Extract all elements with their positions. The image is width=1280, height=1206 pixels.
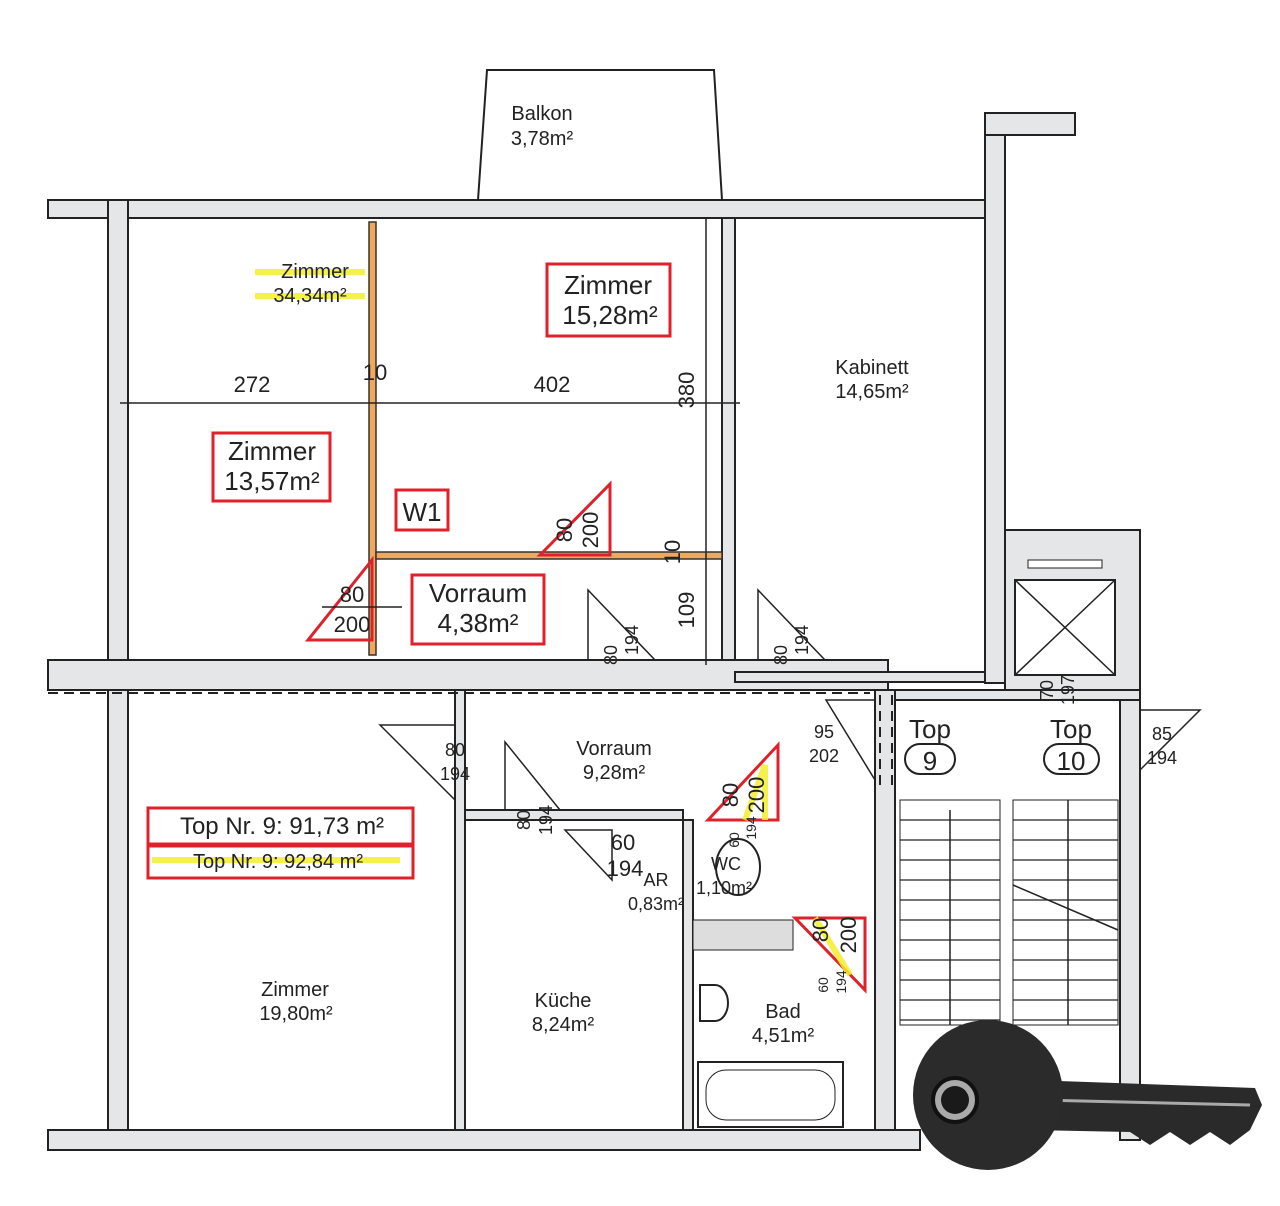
- door-height: 200: [578, 512, 603, 549]
- top10-label: Top: [1050, 714, 1092, 744]
- vorraum-a-box: [410, 573, 546, 646]
- door-height: 194: [622, 625, 642, 655]
- door-height: 200: [836, 917, 861, 954]
- top9-badge: [904, 743, 956, 775]
- top9-label: Top: [909, 714, 951, 744]
- bathtub-inner: [705, 1069, 836, 1121]
- staircase: [899, 799, 1119, 1026]
- door-width: 80: [601, 645, 621, 665]
- door-height: 200: [334, 612, 371, 637]
- room-name-vorraum-b: Vorraum: [576, 738, 652, 760]
- room-name-zimmer-b: Zimmer: [228, 436, 316, 466]
- zimmer-b-box: [211, 431, 332, 503]
- top10-badge: [1043, 743, 1100, 775]
- door-height: 200: [744, 777, 769, 814]
- door-height: 194: [607, 856, 644, 881]
- dim-272: 272: [234, 372, 271, 397]
- room-area-zimmer-c: 19,80m²: [259, 1003, 333, 1025]
- door-old-width: 60: [815, 977, 831, 993]
- door-width: 80: [514, 810, 534, 830]
- dim-380: 380: [674, 372, 699, 409]
- stair-steps: [900, 819, 1118, 1021]
- room-name-ar: AR: [643, 870, 668, 890]
- dim-10-b: 10: [660, 540, 685, 564]
- room-name-vorraum-a: Vorraum: [429, 578, 527, 608]
- room-name-zimmer-c: Zimmer: [261, 979, 329, 1001]
- room-area-kabinett: 14,65m²: [835, 381, 909, 403]
- room-area-zimmer-combined: 34,34m²: [273, 285, 347, 307]
- top10-number: 10: [1057, 746, 1086, 776]
- door-height: 194: [792, 625, 812, 655]
- door-width: 85: [1152, 724, 1172, 744]
- dim-402: 402: [534, 372, 571, 397]
- door-old-height: 194: [743, 816, 759, 840]
- sink-icon: [692, 919, 794, 951]
- w1-label: W1: [403, 497, 442, 527]
- door-width: 80: [808, 918, 833, 942]
- door-width: 80: [771, 645, 791, 665]
- bidet-icon: [699, 984, 729, 1022]
- door-width: 80: [340, 582, 364, 607]
- key-icon: [913, 1020, 1262, 1170]
- room-name-kabinett: Kabinett: [835, 357, 909, 379]
- room-area-kueche: 8,24m²: [532, 1014, 595, 1036]
- dim-10: 10: [363, 360, 387, 385]
- walls: [47, 112, 1141, 1151]
- door-height: 202: [809, 746, 839, 766]
- door-height: 194: [1147, 748, 1177, 768]
- room-area-vorraum-b: 9,28m²: [583, 762, 646, 784]
- room-area-balkon: 3,78m²: [511, 128, 574, 150]
- top-nr-new-box: [146, 806, 415, 846]
- top-nr-old: Top Nr. 9: 92,84 m²: [193, 851, 363, 873]
- room-name-zimmer-a: Zimmer: [564, 270, 652, 300]
- door-width: 70: [1037, 680, 1057, 700]
- door-width: 80: [445, 740, 465, 760]
- room-area-wc: 1,10m²: [696, 878, 752, 898]
- top-nr-old-box: [146, 844, 415, 880]
- room-name-bad: Bad: [765, 1001, 801, 1023]
- room-area-vorraum-a: 4,38m²: [438, 608, 519, 638]
- door-swings: [304, 480, 1202, 994]
- zimmer-a-box: [545, 262, 672, 338]
- door-width: 60: [611, 830, 635, 855]
- room-area-bad: 4,51m²: [752, 1025, 815, 1047]
- room-name-wc: WC: [711, 854, 741, 874]
- w1-box: [394, 488, 450, 532]
- door-height: 197: [1058, 675, 1078, 705]
- door-height: 194: [440, 764, 470, 784]
- top-nr-new: Top Nr. 9: 91,73 m²: [180, 813, 384, 840]
- room-name-balkon: Balkon: [511, 103, 572, 125]
- door-width: 95: [814, 722, 834, 742]
- room-area-ar: 0,83m²: [628, 894, 684, 914]
- room-area-zimmer-b: 13,57m²: [224, 466, 320, 496]
- door-old-height: 194: [833, 970, 849, 994]
- new-wall-vertical: [368, 221, 377, 656]
- door-old-width: 60: [726, 832, 742, 848]
- room-area-zimmer-a: 15,28m²: [562, 300, 658, 330]
- dim-109: 109: [674, 592, 699, 629]
- toilet-icon: [715, 838, 761, 896]
- door-height: 194: [536, 805, 556, 835]
- door-width: 80: [552, 518, 577, 542]
- door-width: 80: [718, 783, 743, 807]
- room-name-zimmer-combined: Zimmer: [281, 261, 349, 283]
- bathtub-icon: [697, 1061, 844, 1128]
- room-name-kueche: Küche: [535, 990, 592, 1012]
- top9-number: 9: [923, 746, 937, 776]
